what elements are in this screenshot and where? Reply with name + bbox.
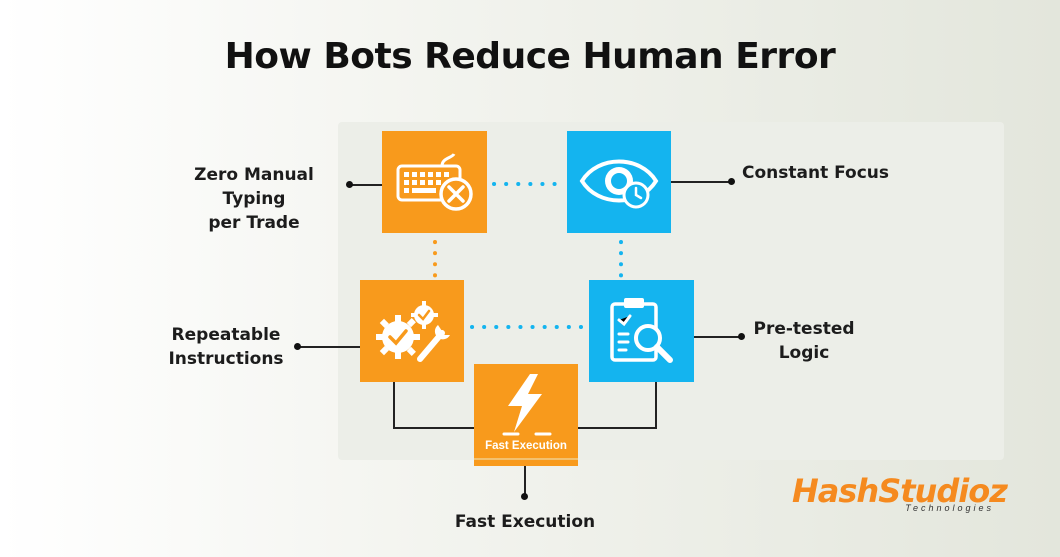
connector-pretested	[694, 336, 742, 338]
connector-dot-pretested	[738, 333, 745, 340]
keyboard-x-icon	[396, 153, 473, 211]
eye-box	[567, 131, 671, 233]
connector-fast-execution	[524, 466, 526, 496]
page-title: How Bots Reduce Human Error	[224, 36, 836, 77]
label-repeatable: Repeatable Instructions	[168, 325, 284, 369]
bracket-left-horizontal	[393, 427, 475, 429]
gears-wrench-icon	[376, 301, 450, 362]
label-constant-focus: Constant Focus	[742, 163, 890, 183]
logo-wordmark: HashStudioz	[792, 472, 1008, 510]
brand-logo: HashStudioz Technologies	[792, 472, 1008, 516]
bracket-right-horizontal	[577, 427, 657, 429]
fast-execution-box	[474, 364, 578, 466]
fast-execution-caption-underline	[474, 458, 578, 460]
clipboard-box	[589, 280, 694, 382]
connector-dot-repeatable	[294, 343, 301, 350]
bracket-right-vertical	[655, 382, 657, 428]
connector-repeatable	[298, 346, 360, 348]
fast-execution-caption: Fast Execution	[485, 440, 567, 452]
label-fast-execution: Fast Execution	[454, 512, 596, 532]
connector-dot-fast-execution	[521, 493, 528, 500]
lightning-icon	[502, 374, 552, 436]
connector-constant-focus	[670, 181, 732, 183]
label-pretested: Pre-tested Logic	[753, 319, 855, 363]
logo-tagline: Technologies	[905, 503, 994, 513]
keyboard-box	[382, 131, 487, 233]
eye-clock-icon	[579, 159, 659, 209]
connector-dot-manual-typing	[346, 181, 353, 188]
bracket-left-vertical	[393, 382, 395, 428]
gears-box	[360, 280, 464, 382]
connector-manual-typing	[350, 184, 384, 186]
label-manual-typing: Zero Manual Typing per Trade	[194, 165, 314, 233]
connector-dot-constant-focus	[728, 178, 735, 185]
clipboard-search-icon	[609, 298, 673, 363]
